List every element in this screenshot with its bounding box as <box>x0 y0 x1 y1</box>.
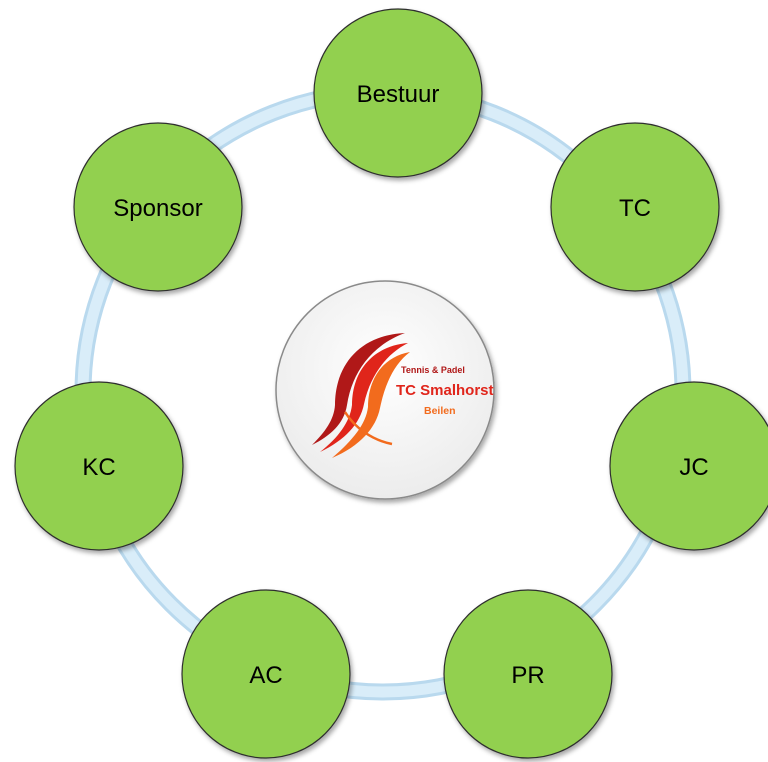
node-label: AC <box>249 662 282 689</box>
node-label: TC <box>619 195 651 222</box>
node-label: JC <box>679 454 708 481</box>
node-kc: KC <box>14 381 184 551</box>
node-pr: PR <box>443 589 613 759</box>
center-logo: Tennis & Padel TC Smalhorst Beilen <box>275 280 495 500</box>
node-label: PR <box>511 662 544 689</box>
logo-swoosh-icon <box>312 333 410 458</box>
node-label: Bestuur <box>357 81 440 108</box>
node-tc: TC <box>550 122 720 292</box>
node-jc: JC <box>609 381 768 551</box>
node-label: Sponsor <box>113 195 202 222</box>
logo-location: Beilen <box>424 405 456 417</box>
node-sponsor: Sponsor <box>73 122 243 292</box>
node-ac: AC <box>181 589 351 759</box>
node-label: KC <box>82 454 115 481</box>
logo-title: TC Smalhorst <box>396 382 494 399</box>
logo-subtitle: Tennis & Padel <box>401 365 465 375</box>
node-bestuur: Bestuur <box>313 8 483 178</box>
